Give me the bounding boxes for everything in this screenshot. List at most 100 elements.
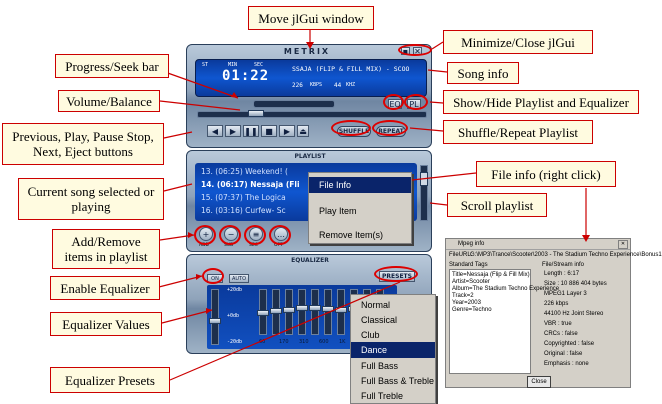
preset-club[interactable]: Club bbox=[361, 330, 380, 340]
previous-button[interactable]: ◀ bbox=[207, 125, 223, 137]
menu-item-file-info[interactable]: File Info bbox=[309, 177, 411, 193]
playlist-row[interactable]: 15. (07:37) The Logica bbox=[201, 193, 286, 202]
playlist-row[interactable]: 13. (06:25) Weekend! ( bbox=[201, 167, 288, 176]
callout-transport: Previous, Play, Pause Stop, Next, Eject … bbox=[2, 123, 164, 165]
preset-full-bass-treble[interactable]: Full Bass & Treble bbox=[361, 376, 435, 386]
preamp-slider[interactable] bbox=[209, 289, 221, 345]
close-dialog-button[interactable]: Close bbox=[527, 376, 551, 388]
eq-band-knob[interactable] bbox=[296, 305, 308, 311]
eq-band-label: 600 bbox=[319, 339, 329, 345]
playlist-context-menu: File Info Play Item Remove Item(s) bbox=[308, 172, 412, 244]
khz-value: 44 bbox=[334, 82, 342, 89]
progress-seek-bar[interactable] bbox=[197, 110, 427, 118]
pause-button[interactable]: ❚❚ bbox=[243, 125, 259, 137]
stream-info-entry: Size : 10 886 404 bytes bbox=[544, 281, 607, 287]
stream-info-entry: VBR : true bbox=[544, 321, 572, 327]
dialog-titlebar[interactable]: Mpeg info ✕ bbox=[446, 239, 630, 250]
eq-band-knob[interactable] bbox=[257, 310, 269, 316]
callout-file-info: File info (right click) bbox=[476, 161, 616, 187]
eq-band-slider[interactable] bbox=[322, 289, 334, 335]
preset-dance[interactable]: Dance bbox=[351, 342, 435, 358]
dialog-close-icon[interactable]: ✕ bbox=[618, 240, 628, 249]
eq-band-knob[interactable] bbox=[283, 307, 295, 313]
highlight-ring bbox=[202, 268, 224, 284]
stream-info-entry: 226 kbps bbox=[544, 301, 569, 307]
highlight-ring bbox=[404, 94, 428, 110]
kbps-value: 226 bbox=[292, 82, 303, 89]
mpeg-info-dialog: Mpeg info ✕ FileURL: G:\MP3\Trance\Scoot… bbox=[445, 238, 662, 388]
eq-band-slider[interactable] bbox=[270, 289, 282, 335]
eq-band-label: 1K bbox=[339, 339, 346, 345]
callout-eq-presets: Equalizer Presets bbox=[50, 367, 170, 393]
callout-progress: Progress/Seek bar bbox=[55, 54, 169, 78]
min-label: MIN bbox=[228, 62, 238, 68]
preset-classical[interactable]: Classical bbox=[361, 315, 398, 325]
eq-band-slider[interactable] bbox=[309, 289, 321, 335]
preset-full-treble[interactable]: Full Treble bbox=[361, 391, 404, 401]
callout-show-hide: Show/Hide Playlist and Equalizer bbox=[443, 90, 639, 114]
eq-band-knob[interactable] bbox=[270, 308, 282, 314]
time-display: 01:22 bbox=[222, 68, 270, 84]
callout-eq-values: Equalizer Values bbox=[50, 312, 162, 336]
next-button[interactable]: ▶ bbox=[279, 125, 295, 137]
highlight-ring bbox=[331, 120, 371, 136]
tag-entry[interactable]: Track=2 bbox=[452, 293, 474, 299]
callout-volume: Volume/Balance bbox=[58, 90, 160, 112]
file-url-value: G:\MP3\Trance\Scooter\2003 - The Stadium… bbox=[470, 252, 662, 258]
highlight-ring bbox=[372, 120, 408, 136]
stream-info-entry: Emphasis : none bbox=[544, 361, 589, 367]
db-mid-label: +0db bbox=[227, 313, 240, 319]
stream-info-entry: CRCs : false bbox=[544, 331, 578, 337]
eject-button[interactable]: ⏏ bbox=[297, 125, 309, 137]
menu-item-play-item[interactable]: Play Item bbox=[319, 206, 357, 216]
highlight-ring bbox=[374, 266, 418, 282]
seek-knob[interactable] bbox=[248, 110, 264, 117]
scroll-thumb[interactable] bbox=[420, 172, 428, 186]
highlight-ring bbox=[398, 44, 432, 56]
standard-tags-list[interactable]: Title=Nessaja (Flip & Fill Mix)Artist=Sc… bbox=[449, 269, 559, 374]
stream-info-entry: Copyrighted : false bbox=[544, 341, 595, 347]
eq-band-slider[interactable] bbox=[257, 289, 269, 335]
playlist-row-current[interactable]: 14. (06:17) Nessaja (Fli bbox=[201, 180, 300, 189]
playlist-scrollbar[interactable] bbox=[420, 165, 428, 221]
stop-button[interactable]: ■ bbox=[261, 125, 277, 137]
callout-scroll: Scroll playlist bbox=[447, 193, 547, 217]
playlist-title: PLAYLIST bbox=[294, 153, 326, 160]
song-title-scroll: SSAJA (FLIP & FILL MIX) - SCOO bbox=[292, 65, 410, 73]
eq-band-slider[interactable] bbox=[335, 289, 347, 335]
tag-entry[interactable]: Year=2003 bbox=[452, 300, 481, 306]
play-button[interactable]: ▶ bbox=[225, 125, 241, 137]
eq-auto-button[interactable]: AUTO bbox=[229, 274, 249, 283]
preset-full-bass[interactable]: Full Bass bbox=[361, 361, 399, 371]
stream-info-entry: MPEG1 Layer 3 bbox=[544, 291, 587, 297]
eq-band-knob[interactable] bbox=[335, 307, 347, 313]
eq-band-knob[interactable] bbox=[322, 306, 334, 312]
opt-label: OPT bbox=[274, 243, 284, 248]
tag-entry[interactable]: Genre=Techno bbox=[452, 307, 492, 313]
callout-add-remove: Add/Remove items in playlist bbox=[52, 229, 160, 269]
playlist-row[interactable]: 16. (03:16) Curfew- Sc bbox=[201, 206, 286, 215]
title-bar[interactable]: METRIX bbox=[283, 47, 331, 56]
callout-shuffle: Shuffle/Repeat Playlist bbox=[443, 120, 593, 144]
highlight-ring bbox=[383, 94, 404, 110]
highlight-ring bbox=[269, 225, 291, 245]
tag-entry[interactable]: Artist=Scooter bbox=[452, 279, 490, 285]
preset-normal[interactable]: Normal bbox=[361, 300, 391, 310]
eq-band-knob[interactable] bbox=[309, 305, 321, 311]
preamp-knob[interactable] bbox=[209, 318, 221, 324]
callout-current-song: Current song selected or playing bbox=[18, 178, 164, 220]
eq-band-label: 310 bbox=[299, 339, 309, 345]
menu-item-remove-items[interactable]: Remove Item(s) bbox=[319, 230, 384, 240]
tag-entry[interactable]: Title=Nessaja (Flip & Fill Mix) bbox=[452, 272, 530, 278]
tag-entry[interactable]: Album=The Stadium Techno Experience bbox=[452, 286, 560, 292]
callout-minimize-close: Minimize/Close jlGui bbox=[443, 30, 593, 54]
file-url-label: FileURL: bbox=[449, 252, 473, 258]
volume-slider[interactable] bbox=[253, 100, 335, 108]
highlight-ring bbox=[219, 225, 241, 245]
eq-band-slider[interactable] bbox=[283, 289, 295, 335]
eq-band-label: 170 bbox=[279, 339, 289, 345]
eq-band-slider[interactable] bbox=[296, 289, 308, 335]
stream-info-entry: 44100 Hz Joint Stereo bbox=[544, 311, 604, 317]
stereo-label: ST bbox=[202, 62, 209, 68]
